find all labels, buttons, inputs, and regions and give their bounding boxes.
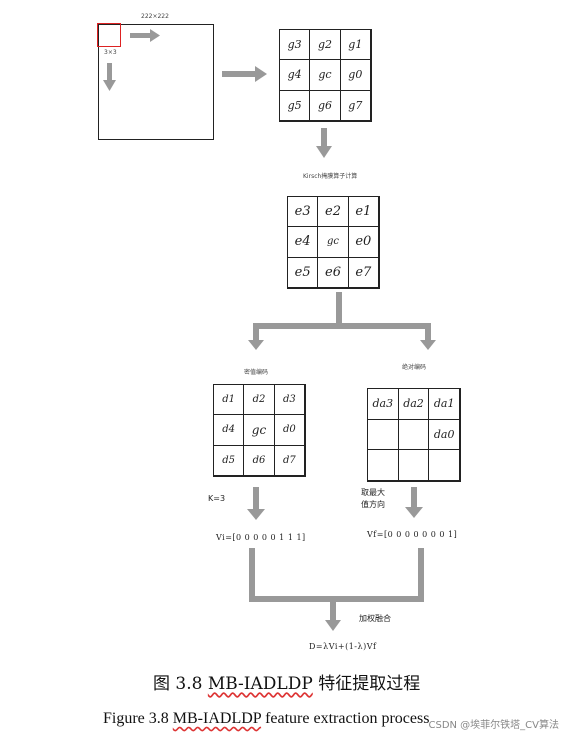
caption-en-suffix: feature extraction process — [261, 710, 430, 727]
grid-cell: da1 — [428, 388, 460, 420]
grid-cell: d4 — [213, 414, 245, 446]
left-vector: Vi=[0 0 0 0 0 1 1 1] — [216, 533, 306, 542]
grid-cell: d2 — [243, 384, 275, 416]
grid-cell: g4 — [279, 59, 311, 91]
grid-cell: d3 — [273, 384, 305, 416]
grid-cell: g7 — [339, 89, 371, 121]
grid-cell — [367, 418, 399, 451]
grid-cell: gc — [317, 226, 349, 258]
grid-cell: e1 — [347, 196, 379, 228]
fusion-formula: D=λVi+(1-λ)Vf — [309, 642, 377, 651]
image-size-label: 222×222 — [141, 13, 169, 20]
max-direction-label-1: 取最大 — [361, 488, 385, 497]
right-code-grid: da3 da2 da1 da0 — [367, 388, 461, 482]
edge-response-grid: e3 e2 e1 e4 gc e0 e5 e6 e7 — [287, 196, 380, 289]
grid-cell: gc — [309, 59, 341, 91]
right-vector: Vf=[0 0 0 0 0 0 0 1] — [367, 530, 458, 539]
grid-cell: gc — [243, 414, 275, 446]
grid-cell: e7 — [347, 256, 379, 288]
k-label: K=3 — [208, 494, 226, 503]
caption-chinese: 图 3.8 MB-IADLDP 特征提取过程 — [153, 669, 420, 694]
grid-cell: g0 — [339, 59, 371, 91]
left-code-grid: d1 d2 d3 d4 gc d0 d5 d6 d7 — [213, 384, 306, 477]
right-branch-label: 绝对编码 — [402, 364, 427, 371]
grid-cell: d1 — [213, 384, 245, 416]
input-image — [98, 24, 214, 140]
grid-cell — [428, 449, 460, 481]
caption-cn-name: MB-IADLDP — [207, 674, 313, 694]
grid-cell: d5 — [213, 444, 245, 476]
caption-cn-prefix: 图 3.8 — [153, 674, 208, 694]
grid-cell: e0 — [347, 226, 379, 258]
left-branch-label: 密值编码 — [244, 369, 269, 376]
grid-cell: e6 — [317, 256, 349, 288]
grid-cell: g6 — [309, 89, 341, 121]
grid-cell: g2 — [309, 29, 341, 61]
caption-en-prefix: Figure 3.8 — [103, 710, 173, 727]
grid-cell: g1 — [339, 29, 371, 61]
grid-cell: g5 — [279, 89, 311, 121]
grid-cell: e4 — [287, 226, 319, 258]
grid-cell: da0 — [428, 418, 460, 451]
grid-cell: da2 — [397, 388, 430, 420]
sliding-window — [97, 23, 121, 47]
grid-cell: e3 — [287, 196, 319, 228]
caption-en-name: MB-IADLDP — [172, 710, 262, 727]
grid-cell: da3 — [367, 388, 399, 420]
grid-cell — [397, 449, 430, 481]
neighborhood-grid: g3 g2 g1 g4 gc g0 g5 g6 g7 — [279, 29, 372, 122]
max-direction-label-2: 值方向 — [361, 500, 385, 509]
watermark: CSDN @埃菲尔铁塔_CV算法 — [428, 720, 559, 731]
grid-cell — [397, 418, 430, 451]
grid-cell: e2 — [317, 196, 349, 228]
kirsch-label: Kirsch掩膜算子计算 — [303, 173, 358, 180]
window-size-label: 3×3 — [104, 49, 117, 56]
caption-english: Figure 3.8 MB-IADLDP feature extraction … — [103, 710, 429, 728]
caption-cn-suffix: 特征提取过程 — [312, 674, 421, 694]
fusion-label: 加权融合 — [359, 614, 391, 623]
grid-cell — [367, 449, 399, 481]
grid-cell: g3 — [279, 29, 311, 61]
grid-cell: d7 — [273, 444, 305, 476]
grid-cell: d6 — [243, 444, 275, 476]
grid-cell: e5 — [287, 256, 319, 288]
grid-cell: d0 — [273, 414, 305, 446]
